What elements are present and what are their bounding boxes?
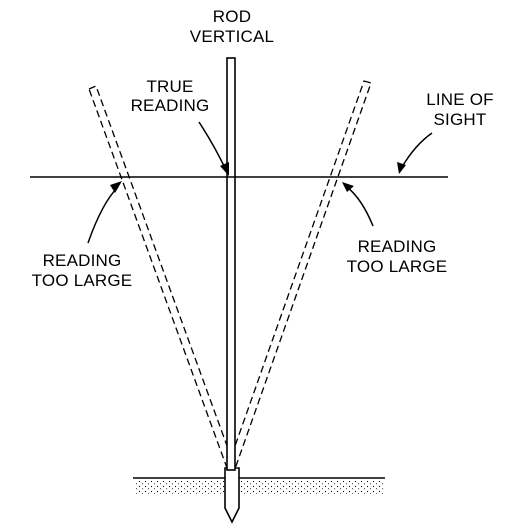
rod-tilted-right	[228, 80, 372, 467]
line-of-sight-arrowhead	[397, 162, 406, 174]
svg-text:TOO LARGE: TOO LARGE	[32, 271, 133, 290]
label-true-reading: TRUE READING	[131, 77, 210, 115]
label-line-of-sight: LINE OF SIGHT	[426, 90, 494, 129]
svg-text:READING: READING	[131, 96, 210, 115]
line-of-sight-arrow	[401, 132, 433, 168]
true-reading-arrowhead	[220, 162, 229, 176]
svg-text:TRUE: TRUE	[146, 77, 193, 96]
svg-text:LINE OF: LINE OF	[426, 90, 494, 109]
svg-text:VERTICAL: VERTICAL	[190, 27, 274, 46]
pointer-arrows	[87, 121, 433, 244]
ground	[133, 477, 385, 494]
right-reading-arrowhead	[342, 182, 354, 192]
left-reading-arrowhead	[110, 181, 122, 193]
label-rod-vertical: ROD VERTICAL	[190, 7, 274, 46]
right-reading-arrow	[346, 186, 374, 227]
svg-text:TOO LARGE: TOO LARGE	[347, 257, 448, 276]
label-reading-too-large-left: READING TOO LARGE	[32, 251, 133, 290]
svg-text:SIGHT: SIGHT	[434, 110, 487, 129]
svg-text:ROD: ROD	[213, 7, 251, 26]
rod-vertical	[226, 57, 236, 471]
ground-soil-hatching	[135, 481, 383, 494]
ground-stake	[224, 467, 240, 524]
svg-text:READING: READING	[358, 237, 437, 256]
label-reading-too-large-right: READING TOO LARGE	[347, 237, 448, 276]
true-reading-arrow	[198, 121, 227, 171]
left-reading-arrow	[87, 186, 119, 244]
svg-text:READING: READING	[43, 251, 122, 270]
